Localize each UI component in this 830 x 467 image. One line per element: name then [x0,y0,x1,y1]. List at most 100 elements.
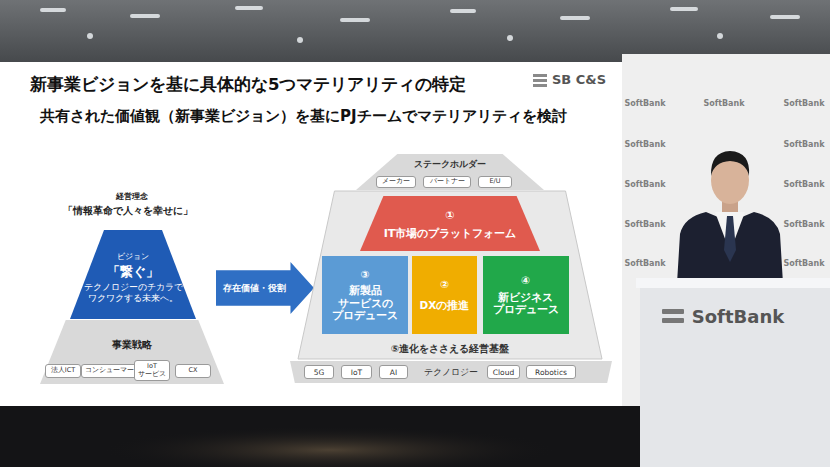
node-text: 新ビジネス プロデュース [488,291,564,316]
node-text: IoT サービス [137,363,167,379]
node-text: パートナー [430,178,465,186]
stakeholder-pill: メーカー [376,176,416,188]
node-text: ビジョン [117,252,149,262]
slide-title: 新事業ビジョンを基に具体的な5つマテリアリティの特定 [30,75,466,95]
logo-text: SB C&S [552,72,606,88]
node-text: 5G [314,368,325,377]
philosophy-text: 「情報革命で人々を幸せに」 [63,205,193,217]
strategy-pill: コンシューマー [81,364,138,378]
technology-band: テクノロジー 5G IoT AI Cloud Robotics [290,361,612,383]
speaker [676,151,784,300]
backdrop-logo: SoftBank [624,140,665,150]
materiality-pyramid-shape [298,191,602,359]
materiality-pyramid: ⑤進化をささえる経営基盤 ① IT市場のプラットフォーム ③ 新製品 サービスの プロデ… [298,191,602,359]
node-text: テクノロジーのチカラで ワクワクする未来へ。 [83,282,183,302]
materiality-box: ② DXの推進 [412,256,477,334]
stakeholder-pill: E/U [478,176,512,188]
role-arrow-shape [216,262,314,314]
slide-subtitle: 共有された価値観（新事業ビジョン）を基にPJチームでマテリアリティを検討 [40,107,567,125]
strategy-pill: CX [175,364,211,378]
slide [0,62,622,406]
ceiling-light [87,33,93,39]
strategy-pill: 法人ICT [45,364,81,378]
backdrop-logo: SoftBank [624,180,665,190]
ceiling-light [670,7,698,11]
backdrop-logo: SoftBank [783,140,824,150]
technology-pill: 5G [304,365,334,379]
ceiling-light [507,35,513,41]
vision-band: ビジョン「繋ぐ」テクノロジーのチカラで ワクワクする未来へ。 [70,230,196,319]
philosophy-heading: 経営理念 [116,192,148,202]
podium-logo: SoftBank [692,306,784,328]
ceiling-light [560,16,590,20]
ceiling-light [340,18,370,22]
node-text: Cloud [493,368,514,377]
node-text: Robotics [535,368,567,377]
backdrop-logo: SoftBank [624,259,665,269]
node-text: テクノロジー [424,367,478,377]
sb-logo-icon [533,74,547,87]
technology-band-shape [290,361,612,383]
ceiling-lights [40,6,800,43]
ceiling-light [235,6,263,10]
ceiling-light [450,9,476,13]
strategy-band: 事業戦略法人ICT コンシューマーIoT サービス CX [40,320,224,384]
node-text: メーカー [382,178,410,186]
backdrop-logo: SoftBank [703,99,744,109]
node-text: 「繋ぐ」 [107,264,159,280]
technology-pill: Cloud [487,365,520,379]
node-text: AI [390,368,397,377]
materiality-box: ④ 新ビジネス プロデュース [483,256,569,334]
stage-glow [100,426,560,467]
ceiling-light [40,8,66,12]
node-text: IoT [351,368,362,377]
backdrop-logo: SoftBank [783,220,824,230]
node-text: DXの推進 [420,299,470,312]
platform-band: ① IT市場のプラットフォーム [360,196,540,251]
node-text: ③ [361,268,370,281]
backdrop-logo: SoftBank [783,259,824,269]
ceiling-light [717,33,723,39]
node-text: 事業戦略 [112,339,152,350]
ceiling-light [770,15,800,19]
strategy-pill: IoT サービス [134,360,170,381]
podium-top [636,278,830,288]
ceiling-light [130,14,160,18]
strategy-band-shape [40,320,224,384]
materiality-box: ③ 新製品 サービスの プロデュース [322,256,408,334]
node-text: ⑤進化をささえる経営基盤 [391,343,509,355]
podium [636,278,830,467]
node-text: IT市場のプラットフォーム [384,227,517,240]
node-text: 法人ICT [51,367,75,375]
node-text: 新製品 サービスの プロデュース [327,284,403,322]
ceiling-light [297,37,303,43]
backdrop-logo: SoftBank [783,180,824,190]
technology-pill: AI [379,365,408,379]
technology-pill: Robotics [526,365,576,379]
speaker-tie [724,216,736,262]
logo-bar [533,79,547,82]
node-text: ステークホルダー [414,159,486,170]
node-text: ④ [521,274,530,287]
stakeholder-band-shape [356,154,544,190]
node-text: E/U [489,178,500,186]
role-arrow: 存在価値・役割 [216,262,314,314]
logo-bar [533,84,547,87]
node-text: コンシューマー [85,367,134,375]
logo-bar [533,74,547,77]
backdrop-logo: SoftBank [783,99,824,109]
podium-logo-bar [662,318,684,323]
platform-band-outline [360,196,540,251]
vision-band-shape [70,230,196,319]
node-text: 存在価値・役割 [223,283,286,294]
technology-pill: IoT [341,365,372,379]
node-text: ② [440,278,449,291]
platform-band-shape [360,196,540,251]
speaker-hair [711,151,749,176]
podium-logo-bar [662,309,684,314]
backdrop-logo: SoftBank [624,220,665,230]
podium-body [640,284,830,467]
node-text: ① [445,209,454,222]
